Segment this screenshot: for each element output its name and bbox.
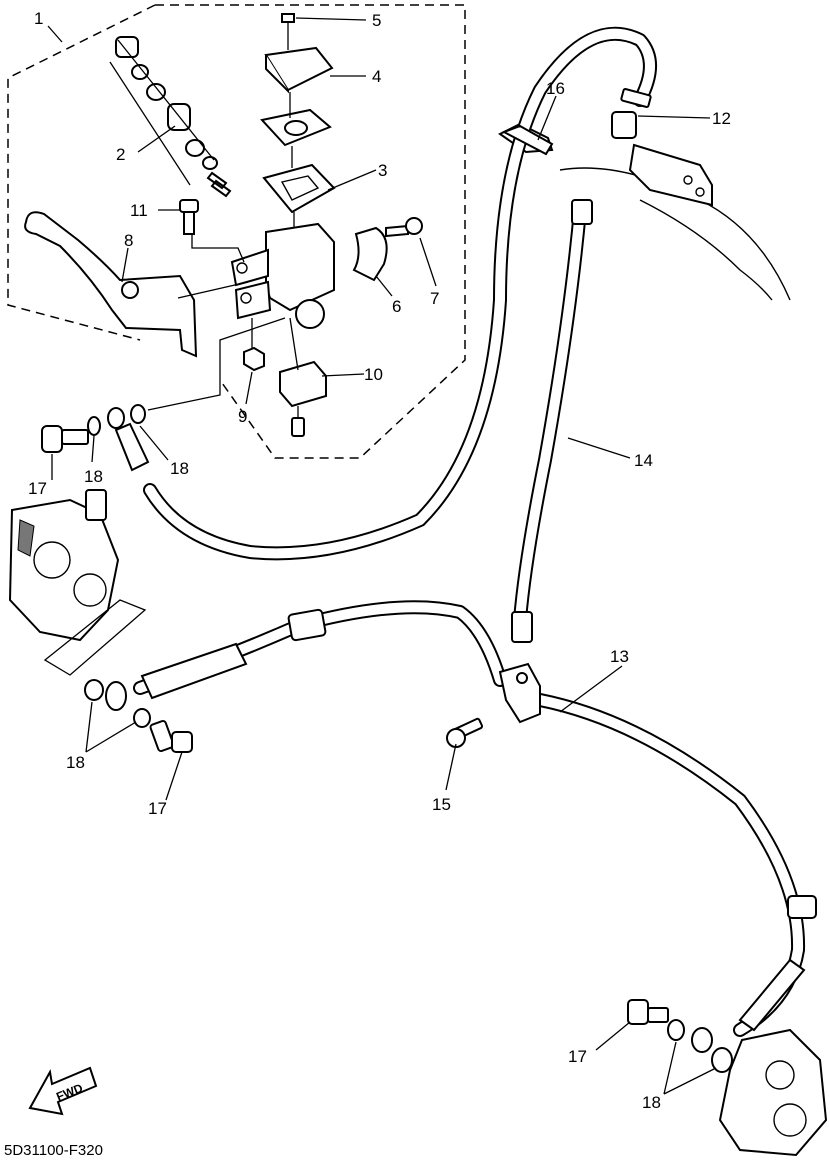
hose-fitting-14-top [571, 199, 593, 225]
callout-11: 11 [130, 201, 148, 220]
banjo-eye-left [105, 681, 127, 711]
pivot-bolt-head [179, 199, 199, 213]
circlip [131, 64, 149, 80]
callout-1: 1 [34, 9, 43, 28]
hose-sleeve-left [287, 608, 327, 642]
callout-7: 7 [430, 289, 439, 308]
callout-2: 2 [116, 145, 125, 164]
callout-14: 14 [634, 451, 653, 470]
master-cylinder-body [265, 222, 335, 312]
master-cylinder-group [24, 13, 423, 437]
clamp-bolt [385, 224, 409, 238]
callout-13: 13 [610, 647, 629, 666]
union-bolt-left-head [171, 731, 193, 753]
union-bolt-12 [611, 111, 637, 139]
callout-17-upper: 17 [28, 479, 47, 498]
callout-9: 9 [238, 407, 247, 426]
callout-18-left: 18 [66, 753, 85, 772]
callout-leaders [47, 17, 717, 1095]
banjo-eye-upper [107, 407, 125, 429]
union-bolt-right-head [627, 999, 649, 1025]
cylinder-outlet-dome [295, 299, 325, 329]
callout-17-left: 17 [148, 799, 167, 818]
banjo-eye-right [691, 1027, 713, 1053]
callout-5: 5 [372, 11, 381, 30]
callout-labels: 1 2 3 4 5 6 7 8 9 10 11 12 13 14 15 16 1… [28, 9, 731, 1112]
hose-fitting-upper [620, 88, 652, 108]
union-bolt-left-shank [149, 719, 175, 753]
banjo-neck-upper [114, 422, 150, 472]
copper-washer-b [130, 404, 146, 424]
copper-washer-d [133, 708, 151, 728]
union-bolt-upper-head [41, 425, 63, 453]
callout-18-upper-a: 18 [84, 467, 103, 486]
lever-mount-ear-top [230, 248, 269, 287]
callout-3: 3 [378, 161, 387, 180]
brake-hose-joint [498, 662, 541, 724]
bracket-plate [628, 143, 713, 207]
lever-nut [243, 346, 265, 372]
diagram-code: 5D31100-F320 [4, 1142, 103, 1159]
copper-washer-e [711, 1047, 733, 1073]
callout-10: 10 [364, 365, 383, 384]
return-spring [206, 171, 232, 198]
reservoir-diaphragm [262, 163, 336, 214]
lever-mount-ear-bottom [234, 280, 272, 320]
hose-fitting-14-bottom [511, 611, 533, 643]
copper-washer-a [87, 416, 101, 436]
hose-sleeve-right [787, 895, 817, 919]
lever-pivot-boss [121, 281, 139, 299]
clamp-holder [352, 226, 388, 282]
hose-armor-left [140, 642, 248, 700]
right-brake-caliper [711, 1028, 828, 1157]
joint-hole [516, 672, 528, 684]
union-bolt-right-shank [647, 1007, 669, 1023]
piston-cap [115, 36, 139, 58]
callout-4: 4 [372, 67, 381, 86]
callout-17-right: 17 [568, 1047, 587, 1066]
reservoir-cap [264, 46, 334, 92]
pivot-bolt-shank [183, 211, 195, 235]
cap-screw-head [281, 13, 295, 23]
washer-seal [146, 83, 166, 101]
seal-ring [202, 156, 218, 170]
callout-18-upper-b: 18 [170, 459, 189, 478]
callout-16: 16 [546, 79, 565, 98]
hose-clip [501, 124, 554, 156]
front-brake-switch [279, 360, 327, 408]
clamp-bolt-head [405, 217, 423, 235]
forward-direction-arrow: FWD [28, 1066, 98, 1116]
callout-15: 15 [432, 795, 451, 814]
callout-18-right: 18 [642, 1093, 661, 1112]
master-cylinder-assembly-boundary [7, 4, 466, 459]
diaphragm-hole [284, 120, 308, 136]
copper-washer-c [84, 679, 104, 701]
switch-screw [291, 417, 305, 437]
left-brake-caliper [8, 489, 147, 676]
brake-lever [24, 211, 198, 358]
reservoir-cap-side [265, 55, 289, 94]
copper-washer-f [667, 1019, 685, 1041]
callout-6: 6 [392, 297, 401, 316]
cup-seal [185, 139, 205, 157]
hose-armor-right [738, 958, 806, 1032]
callout-12: 12 [712, 109, 731, 128]
callout-8: 8 [124, 231, 133, 250]
union-bolt-upper-shank [61, 429, 89, 445]
